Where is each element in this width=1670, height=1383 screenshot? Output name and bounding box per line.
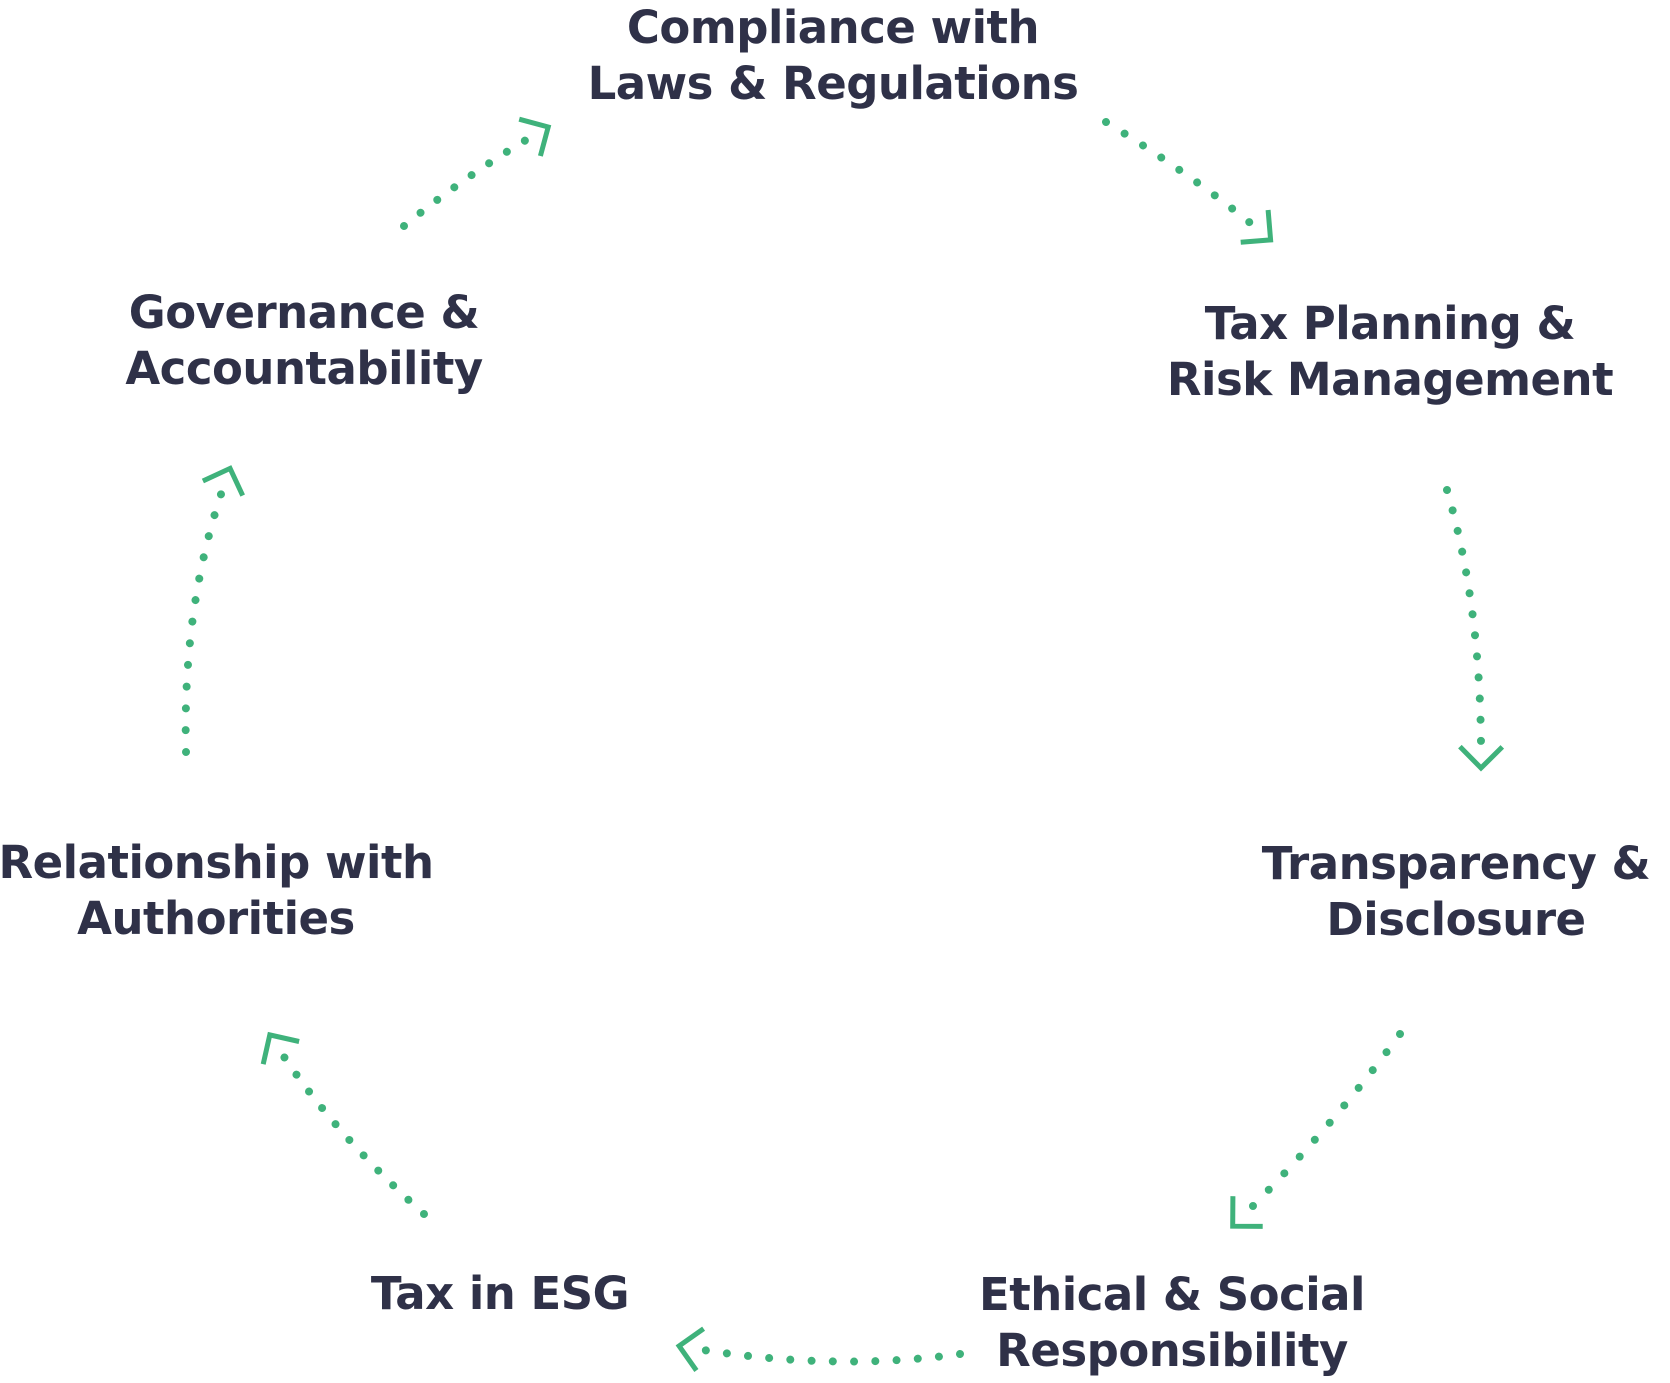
node-transparency: Transparency & Disclosure — [1261, 836, 1651, 948]
node-compliance-line-1: Compliance with — [626, 1, 1040, 54]
arrow-governance-to-compliance — [400, 116, 552, 230]
chevron-arrowhead-icon — [201, 465, 245, 497]
arrow-transparency-to-ethical — [1230, 1030, 1404, 1229]
node-transparency-line-2: Disclosure — [1326, 893, 1586, 946]
node-relationship-line-1: Relationship with — [0, 836, 434, 889]
dotted-arrow-line — [1102, 118, 1270, 240]
arrow-compliance-to-tax-planning — [1102, 118, 1274, 245]
node-tax-planning-line-2: Risk Management — [1166, 353, 1614, 406]
node-ethical: Ethical & Social Responsibility — [979, 1267, 1365, 1379]
dotted-arrow-line — [400, 126, 547, 230]
arrow-relationship-to-governance — [181, 465, 245, 756]
node-governance-line-2: Accountability — [125, 342, 483, 395]
node-compliance-line-2: Laws & Regulations — [587, 57, 1079, 110]
node-tax-planning: Tax Planning & Risk Management — [1166, 296, 1614, 408]
chevron-arrowhead-icon — [1240, 209, 1274, 245]
arrow-tax-planning-to-transparency — [1443, 486, 1505, 772]
arrow-ethical-to-tax-esg — [675, 1326, 964, 1372]
node-ethical-line-2: Responsibility — [996, 1324, 1348, 1377]
node-compliance: Compliance with Laws & Regulations — [588, 0, 1079, 112]
chevron-arrowhead-icon — [260, 1031, 300, 1065]
node-governance: Governance & Accountability — [125, 285, 483, 397]
node-tax-planning-line-1: Tax Planning & — [1204, 297, 1576, 350]
node-tax-esg: Tax in ESG — [370, 1266, 630, 1322]
node-ethical-line-1: Ethical & Social — [979, 1268, 1365, 1321]
dotted-arrow-line — [681, 1343, 964, 1366]
dotted-arrow-line — [181, 470, 232, 756]
node-governance-line-1: Governance & — [128, 286, 480, 339]
dotted-arrow-line — [269, 1036, 428, 1218]
dotted-arrow-line — [1233, 1030, 1404, 1226]
chevron-arrowhead-icon — [1458, 744, 1505, 772]
arrow-tax-esg-to-relationship — [260, 1031, 428, 1218]
node-tax-esg-line-1: Tax in ESG — [370, 1267, 630, 1320]
dotted-arrow-line — [1443, 486, 1486, 766]
chevron-arrowhead-icon — [675, 1326, 706, 1372]
chevron-arrowhead-icon — [518, 116, 552, 157]
node-transparency-line-1: Transparency & — [1261, 837, 1651, 890]
node-relationship-line-2: Authorities — [77, 892, 355, 945]
node-relationship: Relationship with Authorities — [0, 835, 434, 947]
chevron-arrowhead-icon — [1230, 1196, 1263, 1229]
